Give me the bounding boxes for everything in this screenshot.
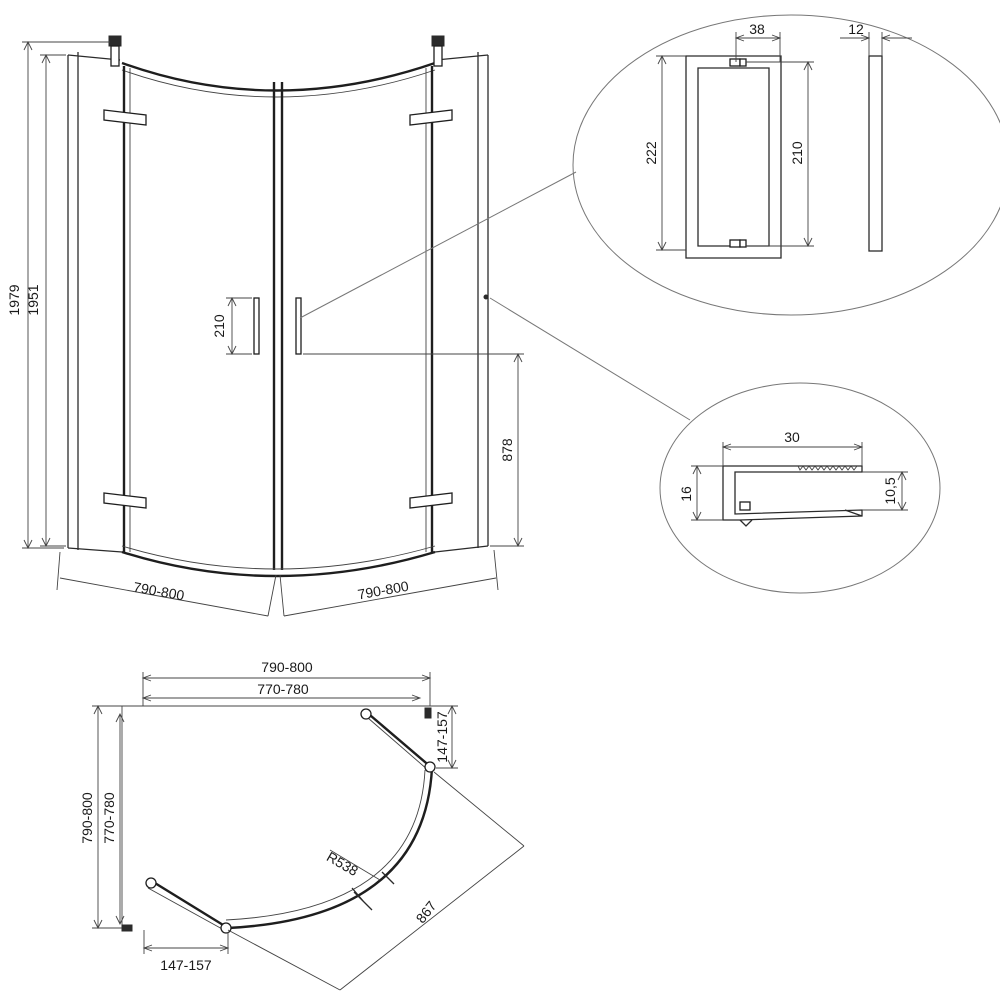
profile-teeth — [797, 465, 858, 471]
base-line-right — [434, 545, 489, 553]
top-arc-inner — [121, 69, 436, 98]
wall-bracket-left — [108, 35, 122, 47]
handle-detail-circle — [572, 14, 1000, 316]
profile-detail-ellipse — [659, 382, 941, 594]
plan-wall-clip-left — [121, 924, 133, 932]
handle-detail-mount-top-left — [729, 58, 741, 67]
handle-detail-edge-view — [868, 55, 883, 252]
dim-plan-side-bottom: 147-157 — [160, 957, 212, 973]
dim-line-plan-side-bottom — [142, 930, 230, 954]
dim-plan-radius: R538 — [324, 848, 361, 879]
dim-plan-inner-width: 770-780 — [257, 681, 309, 697]
dim-handle-total: 222 — [643, 141, 659, 165]
bottom-arc-outer — [121, 550, 436, 578]
dim-handle-height: 878 — [499, 438, 515, 462]
profile-marker-dot — [483, 294, 489, 300]
handle-detail: 38 12 222 210 — [299, 14, 1000, 319]
profile-lip — [739, 509, 863, 527]
dim-line-handle-width — [734, 32, 782, 62]
dim-line-height-glass — [40, 53, 66, 548]
dim-line-profile-height — [691, 464, 723, 522]
plan-door-arc-outer — [227, 767, 434, 930]
hinge-bottom-left — [103, 492, 147, 509]
handle-detail-mount-bottom-left — [729, 239, 741, 248]
dim-line-profile-slot — [862, 470, 908, 512]
dim-line-plan-inner-depth — [115, 712, 125, 926]
handle-detail-mount-bottom-right — [739, 239, 747, 248]
dim-line-profile-width — [721, 442, 864, 466]
dim-line-plan-outer-width — [141, 672, 432, 706]
profile-shape — [722, 465, 863, 521]
dim-handle-width: 38 — [749, 21, 765, 37]
handle-detail-body — [685, 55, 782, 259]
dim-line-height-total — [22, 40, 110, 550]
dim-plan-outer-depth: 790-800 — [79, 792, 95, 844]
wall-bracket-left-stem — [110, 45, 120, 67]
dim-line-base-right — [279, 549, 499, 617]
right-fixed-panel — [435, 52, 489, 548]
handle-right — [295, 297, 302, 355]
plan-hinge-left — [145, 877, 157, 889]
dim-height-glass: 1951 — [25, 284, 41, 315]
dim-line-plan-inner-width — [141, 694, 422, 702]
dim-height-total: 1979 — [6, 284, 22, 315]
hinge-top-right — [409, 109, 453, 126]
base-line-left — [67, 547, 123, 553]
profile-slot — [739, 501, 751, 511]
dim-handle-thickness: 12 — [848, 21, 864, 37]
plan-handle-lower — [351, 887, 373, 911]
front-view — [67, 35, 489, 578]
dim-handle-grip: 210 — [789, 141, 805, 165]
dim-line-handle-length — [226, 296, 252, 356]
dim-plan-diagonal: 867 — [413, 898, 440, 926]
plan-view-dimensions: 790-800 770-780 790-800 770-780 147-157 … — [79, 659, 525, 991]
plan-side-panel-bottom-inner — [147, 887, 225, 931]
plan-door-arc-inner — [225, 769, 426, 921]
wall-bracket-right — [431, 35, 445, 47]
dim-handle-length: 210 — [211, 314, 227, 338]
dim-line-handle-total — [656, 54, 686, 252]
dim-line-handle-grip — [746, 60, 814, 248]
profile-detail: 30 16 10,5 — [489, 297, 941, 594]
plan-side-panel-right-inner — [367, 717, 429, 771]
leader-handle — [299, 171, 577, 319]
plan-hinge-bottom — [220, 922, 232, 934]
handle-detail-mount-top-right — [739, 58, 747, 67]
handle-left — [253, 297, 260, 355]
dim-profile-height: 16 — [678, 486, 694, 502]
bottom-arc-inner — [121, 545, 436, 570]
dim-line-plan-side-right — [430, 704, 458, 770]
dim-profile-slot: 10,5 — [882, 477, 898, 504]
plan-wall-clip-top — [424, 707, 432, 719]
dim-line-plan-radius — [329, 849, 381, 881]
plan-side-panel-right — [363, 709, 433, 769]
dim-plan-inner-depth: 770-780 — [101, 792, 117, 844]
plan-side-panel-bottom — [149, 878, 229, 930]
hinge-bottom-right — [409, 492, 453, 509]
dim-plan-outer-width: 790-800 — [261, 659, 313, 675]
plan-hinge-right — [424, 761, 436, 773]
front-view-dimensions: 1979 1951 210 878 790-800 790-800 — [6, 40, 524, 617]
dim-line-handle-thickness — [840, 32, 912, 56]
dim-line-plan-outer-depth — [92, 704, 122, 930]
dim-line-base-left — [56, 551, 277, 617]
dim-line-plan-diagonal — [227, 771, 525, 991]
wall-bracket-right-stem — [433, 45, 443, 67]
left-fixed-panel — [67, 52, 121, 550]
dim-profile-width: 30 — [784, 429, 800, 445]
dim-plan-side-right: 147-157 — [434, 711, 450, 763]
plan-view — [121, 705, 436, 934]
top-arc-outer — [121, 61, 436, 92]
dim-line-handle-height — [303, 352, 524, 548]
leader-profile — [489, 297, 691, 421]
plan-handle-upper — [381, 871, 395, 885]
dim-base-right: 790-800 — [356, 578, 410, 603]
hinge-top-left — [103, 109, 147, 126]
dim-base-left: 790-800 — [132, 579, 186, 604]
plan-hinge-top — [360, 708, 372, 720]
